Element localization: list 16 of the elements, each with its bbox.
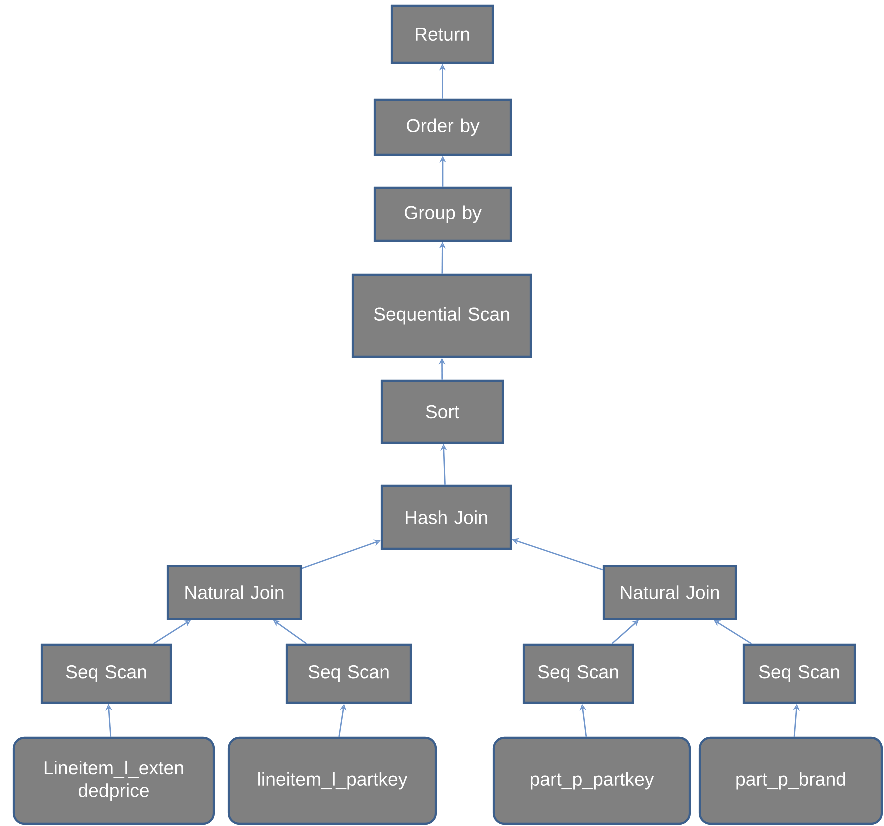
- operator-box: Sort: [380, 380, 504, 444]
- table-box: part_p_partkey: [492, 736, 692, 826]
- operator-box: Hash Join: [380, 484, 512, 550]
- table-box: Lineitem_l_exten dedprice: [12, 736, 216, 826]
- operator-box: Natural Join: [602, 564, 738, 620]
- operator-box: Seq Scan: [522, 644, 634, 704]
- operator-box: Return: [390, 4, 494, 64]
- operator-box: Natural Join: [166, 564, 302, 620]
- operator-box: Seq Scan: [742, 644, 856, 704]
- operator-box: Group by: [374, 186, 512, 242]
- operator-box: Sequential Scan: [352, 274, 532, 358]
- table-box: lineitem_l_partkey: [228, 736, 438, 826]
- operator-box: Seq Scan: [286, 644, 412, 704]
- operator-box: Seq Scan: [40, 644, 172, 704]
- table-box: part_p_brand: [698, 736, 884, 826]
- operator-box: Order by: [374, 98, 512, 156]
